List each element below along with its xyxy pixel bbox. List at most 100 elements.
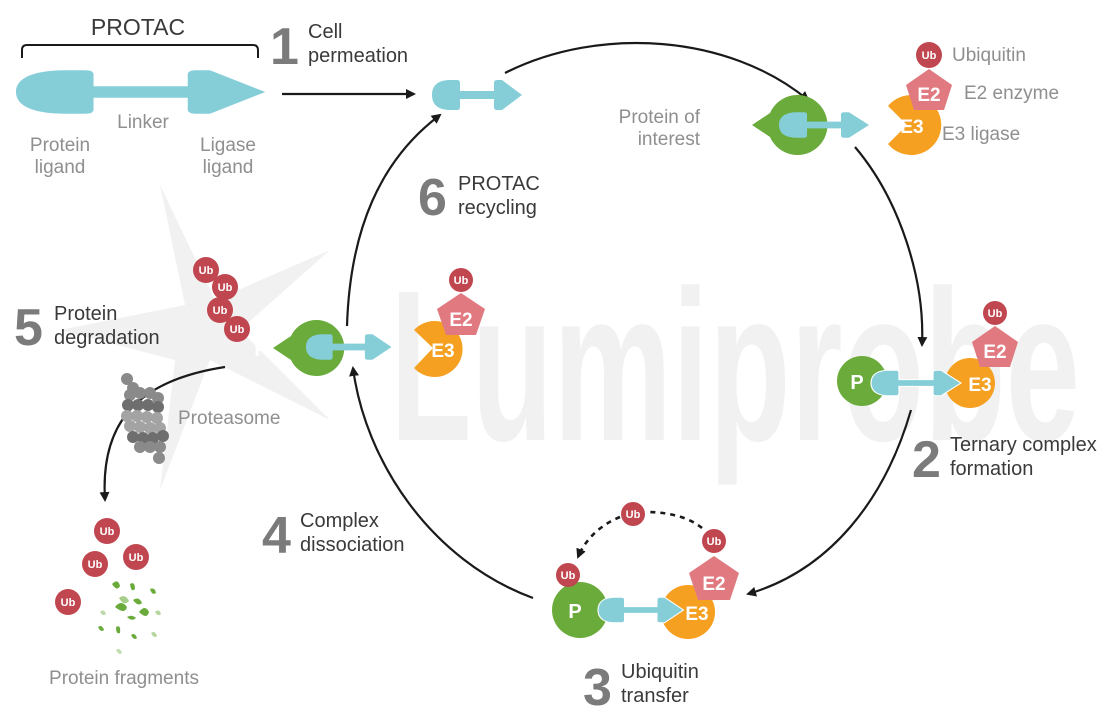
step-4-label-2: dissociation: [300, 534, 405, 556]
protac-title: PROTAC: [91, 14, 185, 40]
protac-bracket: [21, 44, 259, 58]
svg-text:Ub: Ub: [61, 597, 76, 609]
linker-label: Linker: [117, 112, 169, 133]
svg-text:E2: E2: [449, 310, 472, 331]
protein-fragments-icon: [98, 581, 161, 654]
ubiquitin-icon: Ub: [556, 563, 580, 587]
svg-text:Ub: Ub: [561, 570, 576, 582]
dashed-arrow-ub-transfer: [645, 510, 703, 530]
e2-enzyme-label: E2 enzyme: [964, 83, 1059, 104]
step-3: 3 Ubiquitin transfer: [583, 659, 699, 717]
svg-text:E2: E2: [702, 574, 725, 595]
arrow-to-ubiquitin-transfer: [746, 409, 913, 597]
step-2-number: 2: [912, 431, 941, 489]
protac-icon-bound: [597, 596, 685, 624]
svg-text:Ub: Ub: [213, 305, 228, 317]
svg-text:Ub: Ub: [230, 324, 245, 336]
ubiquitin-transfer-complex: P E3 E2 Ub Ub Ub: [552, 502, 739, 639]
arrow-to-binding: [504, 41, 810, 102]
step-5-label-2: degradation: [54, 327, 160, 349]
ubiquitin-icon: Ub: [983, 301, 1007, 325]
ligase-ligand-label-2: ligand: [203, 157, 254, 178]
svg-text:E2: E2: [983, 342, 1006, 363]
ubiquitin-chain: Ub Ub Ub Ub: [193, 257, 250, 342]
protac-legend: PROTAC Linker Protein ligand Ligase liga…: [16, 14, 266, 178]
watermark-star: [60, 185, 330, 490]
step-3-label-1: Ubiquitin: [621, 661, 699, 683]
step-1-number: 1: [270, 18, 299, 76]
ubiquitin-icon: Ub: [702, 529, 726, 553]
dissociated-complex: P Ub Ub Ub Ub E3 E2 Ub: [193, 257, 485, 378]
e3-label-top: E3: [900, 117, 923, 138]
protein-ligand-label-1: Protein: [30, 135, 90, 156]
step-2-label-2: formation: [950, 458, 1033, 480]
protac-icon-released: [306, 334, 392, 360]
protac-large-icon: [16, 70, 266, 114]
ternary-complex: P E3 E2 Ub: [837, 301, 1018, 408]
e3-ligase-icon: E3: [414, 321, 463, 378]
protein-fragments-label: Protein fragments: [49, 668, 199, 689]
arrow-to-dissociation: [349, 366, 534, 600]
svg-text:Ub: Ub: [707, 536, 722, 548]
svg-text:E3: E3: [431, 341, 454, 362]
step-6-number: 6: [418, 169, 447, 227]
svg-text:Ub: Ub: [218, 282, 233, 294]
step-4-number: 4: [262, 507, 291, 565]
svg-text:Ub: Ub: [454, 275, 469, 287]
step-5-number: 5: [14, 299, 43, 357]
ubiquitin-icon: Ub: [94, 518, 120, 544]
step-6-label-2: recycling: [458, 197, 537, 219]
step-6-label-1: PROTAC: [458, 173, 540, 195]
step-2-label-1: Ternary complex: [950, 434, 1097, 456]
arrow-recycling: [345, 113, 442, 327]
svg-text:E3: E3: [685, 604, 708, 625]
e3-ligase-label: E3 ligase: [942, 124, 1020, 145]
ubiquitin-icon: Ub: [82, 551, 108, 577]
svg-text:Ub: Ub: [922, 50, 937, 62]
step-4: 4 Complex dissociation: [262, 507, 405, 565]
step-1-label-1: Cell: [308, 21, 342, 43]
svg-text:E2: E2: [917, 85, 940, 106]
step-5: 5 Protein degradation: [14, 299, 160, 357]
step-4-label-1: Complex: [300, 510, 379, 532]
step-3-label-2: transfer: [621, 685, 689, 707]
e2-enzyme-icon: E2: [689, 556, 739, 600]
svg-text:Ub: Ub: [199, 265, 214, 277]
step-2: 2 Ternary complex formation: [912, 431, 1097, 489]
e2-enzyme-icon: E2: [972, 326, 1018, 367]
e2-enzyme-icon: E2: [437, 293, 485, 335]
step-1-label-2: permeation: [308, 45, 408, 67]
ubiquitin-icon: Ub: [449, 268, 473, 292]
ubiquitin-label: Ubiquitin: [952, 45, 1026, 66]
e3-ligase-icon: [945, 358, 995, 408]
step-1: 1 Cell permeation: [270, 18, 416, 99]
svg-text:P: P: [729, 115, 742, 137]
protein-of-interest-label-1: Protein of: [619, 107, 701, 128]
protein-of-interest-label-2: interest: [638, 129, 701, 150]
svg-text:P: P: [254, 339, 267, 361]
e3-ligase-icon: [888, 95, 942, 156]
free-ubiquitins: Ub Ub Ub Ub: [55, 518, 149, 615]
ligase-ligand-label-1: Ligase: [200, 135, 256, 156]
svg-text:E3: E3: [968, 375, 991, 396]
step-3-number: 3: [583, 659, 612, 717]
ubiquitin-icon: Ub: [55, 589, 81, 615]
svg-text:Ub: Ub: [129, 552, 144, 564]
proteasome-label: Proteasome: [178, 408, 280, 429]
ubiquitin-icon: Ub: [123, 544, 149, 570]
ubiquitin-icon: Ub: [916, 42, 942, 68]
watermark: Lumiprobe: [60, 185, 1080, 490]
ubiquitin-icon: Ub: [621, 502, 645, 526]
step-5-label-1: Protein: [54, 303, 117, 325]
arrow-to-ternary: [854, 146, 928, 347]
protein-ligand-label-2: ligand: [35, 157, 86, 178]
svg-text:Ub: Ub: [88, 559, 103, 571]
protac-icon-cell: [432, 80, 522, 110]
svg-text:P: P: [850, 372, 863, 394]
protein-icon: [552, 582, 608, 638]
proteasome-icon: [121, 373, 169, 464]
dashed-arrow-ub-transfer-2: [576, 515, 621, 559]
svg-text:Ub: Ub: [100, 526, 115, 538]
svg-text:Ub: Ub: [626, 509, 641, 521]
